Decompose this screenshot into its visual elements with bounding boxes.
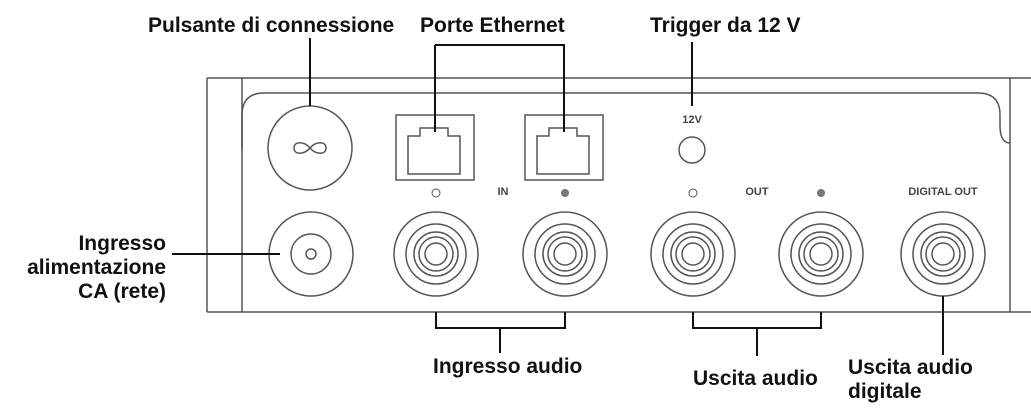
ac-power-in-label-line2: alimentazione bbox=[27, 256, 166, 279]
leader-ethernet bbox=[435, 44, 565, 132]
rca-jack-digital-out[interactable] bbox=[900, 211, 986, 297]
ac-power-in-label-line1: Ingresso bbox=[78, 232, 166, 255]
ethernet-port-icon bbox=[407, 127, 461, 175]
rca-jack-audio-in-right[interactable] bbox=[522, 211, 608, 297]
trigger-12v-label: Trigger da 12 V bbox=[650, 14, 801, 37]
trigger-jack[interactable] bbox=[678, 136, 706, 164]
leader-audio-in bbox=[435, 312, 566, 329]
in-label: IN bbox=[498, 186, 509, 198]
ac-power-in-label-line3: CA (rete) bbox=[78, 280, 166, 303]
connect-button-label: Pulsante di connessione bbox=[148, 14, 395, 37]
trigger-label: 12V bbox=[682, 114, 702, 126]
left-channel-marker bbox=[688, 188, 698, 198]
out-label: OUT bbox=[745, 186, 769, 198]
device-chassis bbox=[206, 77, 1031, 313]
rca-jack-audio-out-right[interactable] bbox=[778, 211, 864, 297]
ethernet-port-icon bbox=[536, 127, 590, 175]
audio-out-label: Uscita audio bbox=[693, 367, 818, 390]
right-channel-marker bbox=[817, 189, 825, 197]
ac-power-in-label: Ingresso alimentazione CA (rete) bbox=[0, 232, 166, 304]
leader-audio-out bbox=[692, 312, 822, 329]
digital-out-label: DIGITAL OUT bbox=[908, 186, 978, 198]
left-channel-marker bbox=[431, 188, 441, 198]
digital-audio-out-label: Uscita audio digitale bbox=[848, 356, 973, 404]
rca-jack-audio-out-left[interactable] bbox=[650, 211, 736, 297]
audio-in-label: Ingresso audio bbox=[433, 355, 583, 378]
ac-power-inlet[interactable] bbox=[268, 211, 354, 297]
right-channel-marker bbox=[561, 189, 569, 197]
leader-lines bbox=[172, 38, 944, 356]
digital-audio-out-label-line2: digitale bbox=[848, 380, 922, 403]
rca-jack-audio-in-left[interactable] bbox=[393, 211, 479, 297]
digital-audio-out-label-line1: Uscita audio bbox=[848, 356, 973, 379]
connect-button[interactable] bbox=[267, 105, 353, 191]
power-inlet-icon bbox=[290, 233, 332, 275]
infinity-icon bbox=[293, 142, 327, 154]
ethernet-ports-label: Porte Ethernet bbox=[420, 14, 565, 37]
